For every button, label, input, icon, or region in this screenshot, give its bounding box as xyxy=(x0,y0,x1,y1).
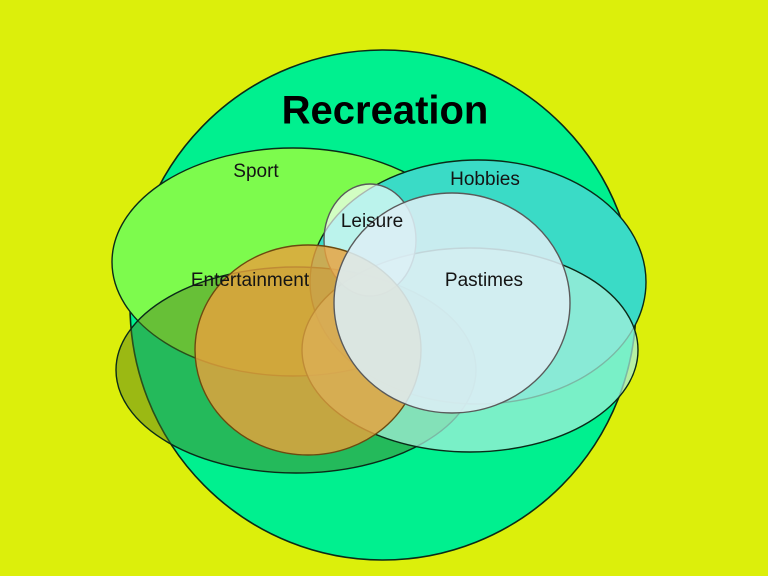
venn-label-entertainment: Entertainment xyxy=(191,270,310,291)
page-title: Recreation xyxy=(282,89,489,133)
venn-label-leisure: Leisure xyxy=(341,211,403,232)
venn-label-pastimes: Pastimes xyxy=(445,270,523,291)
venn-set-pastimes[interactable] xyxy=(333,192,571,414)
venn-label-hobbies: Hobbies xyxy=(450,169,520,190)
venn-label-sport: Sport xyxy=(233,161,279,182)
